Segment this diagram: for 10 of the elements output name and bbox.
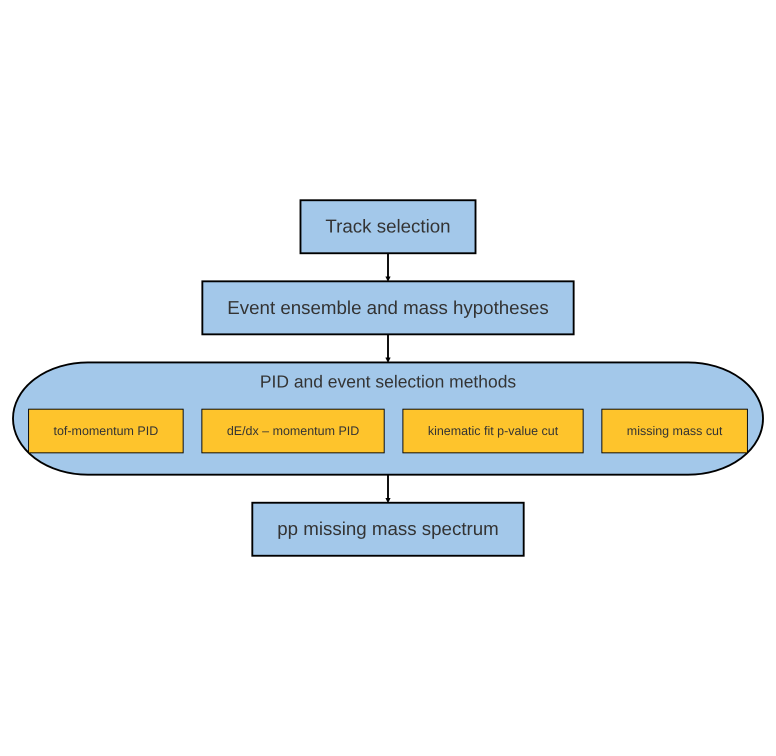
node-box: pp missing mass spectrum [251, 502, 525, 557]
node-box: tof-momentum PID [28, 408, 184, 454]
arrow [385, 334, 391, 363]
node-box: missing mass cut [601, 408, 748, 454]
arrow [385, 474, 391, 503]
node-box: Track selection [300, 199, 476, 254]
arrow [385, 253, 391, 282]
node-box: Event ensemble and mass hypotheses [201, 280, 575, 336]
node-box: dE/dx – momentum PID [201, 408, 385, 454]
node-box: kinematic fit p-value cut [402, 408, 584, 454]
